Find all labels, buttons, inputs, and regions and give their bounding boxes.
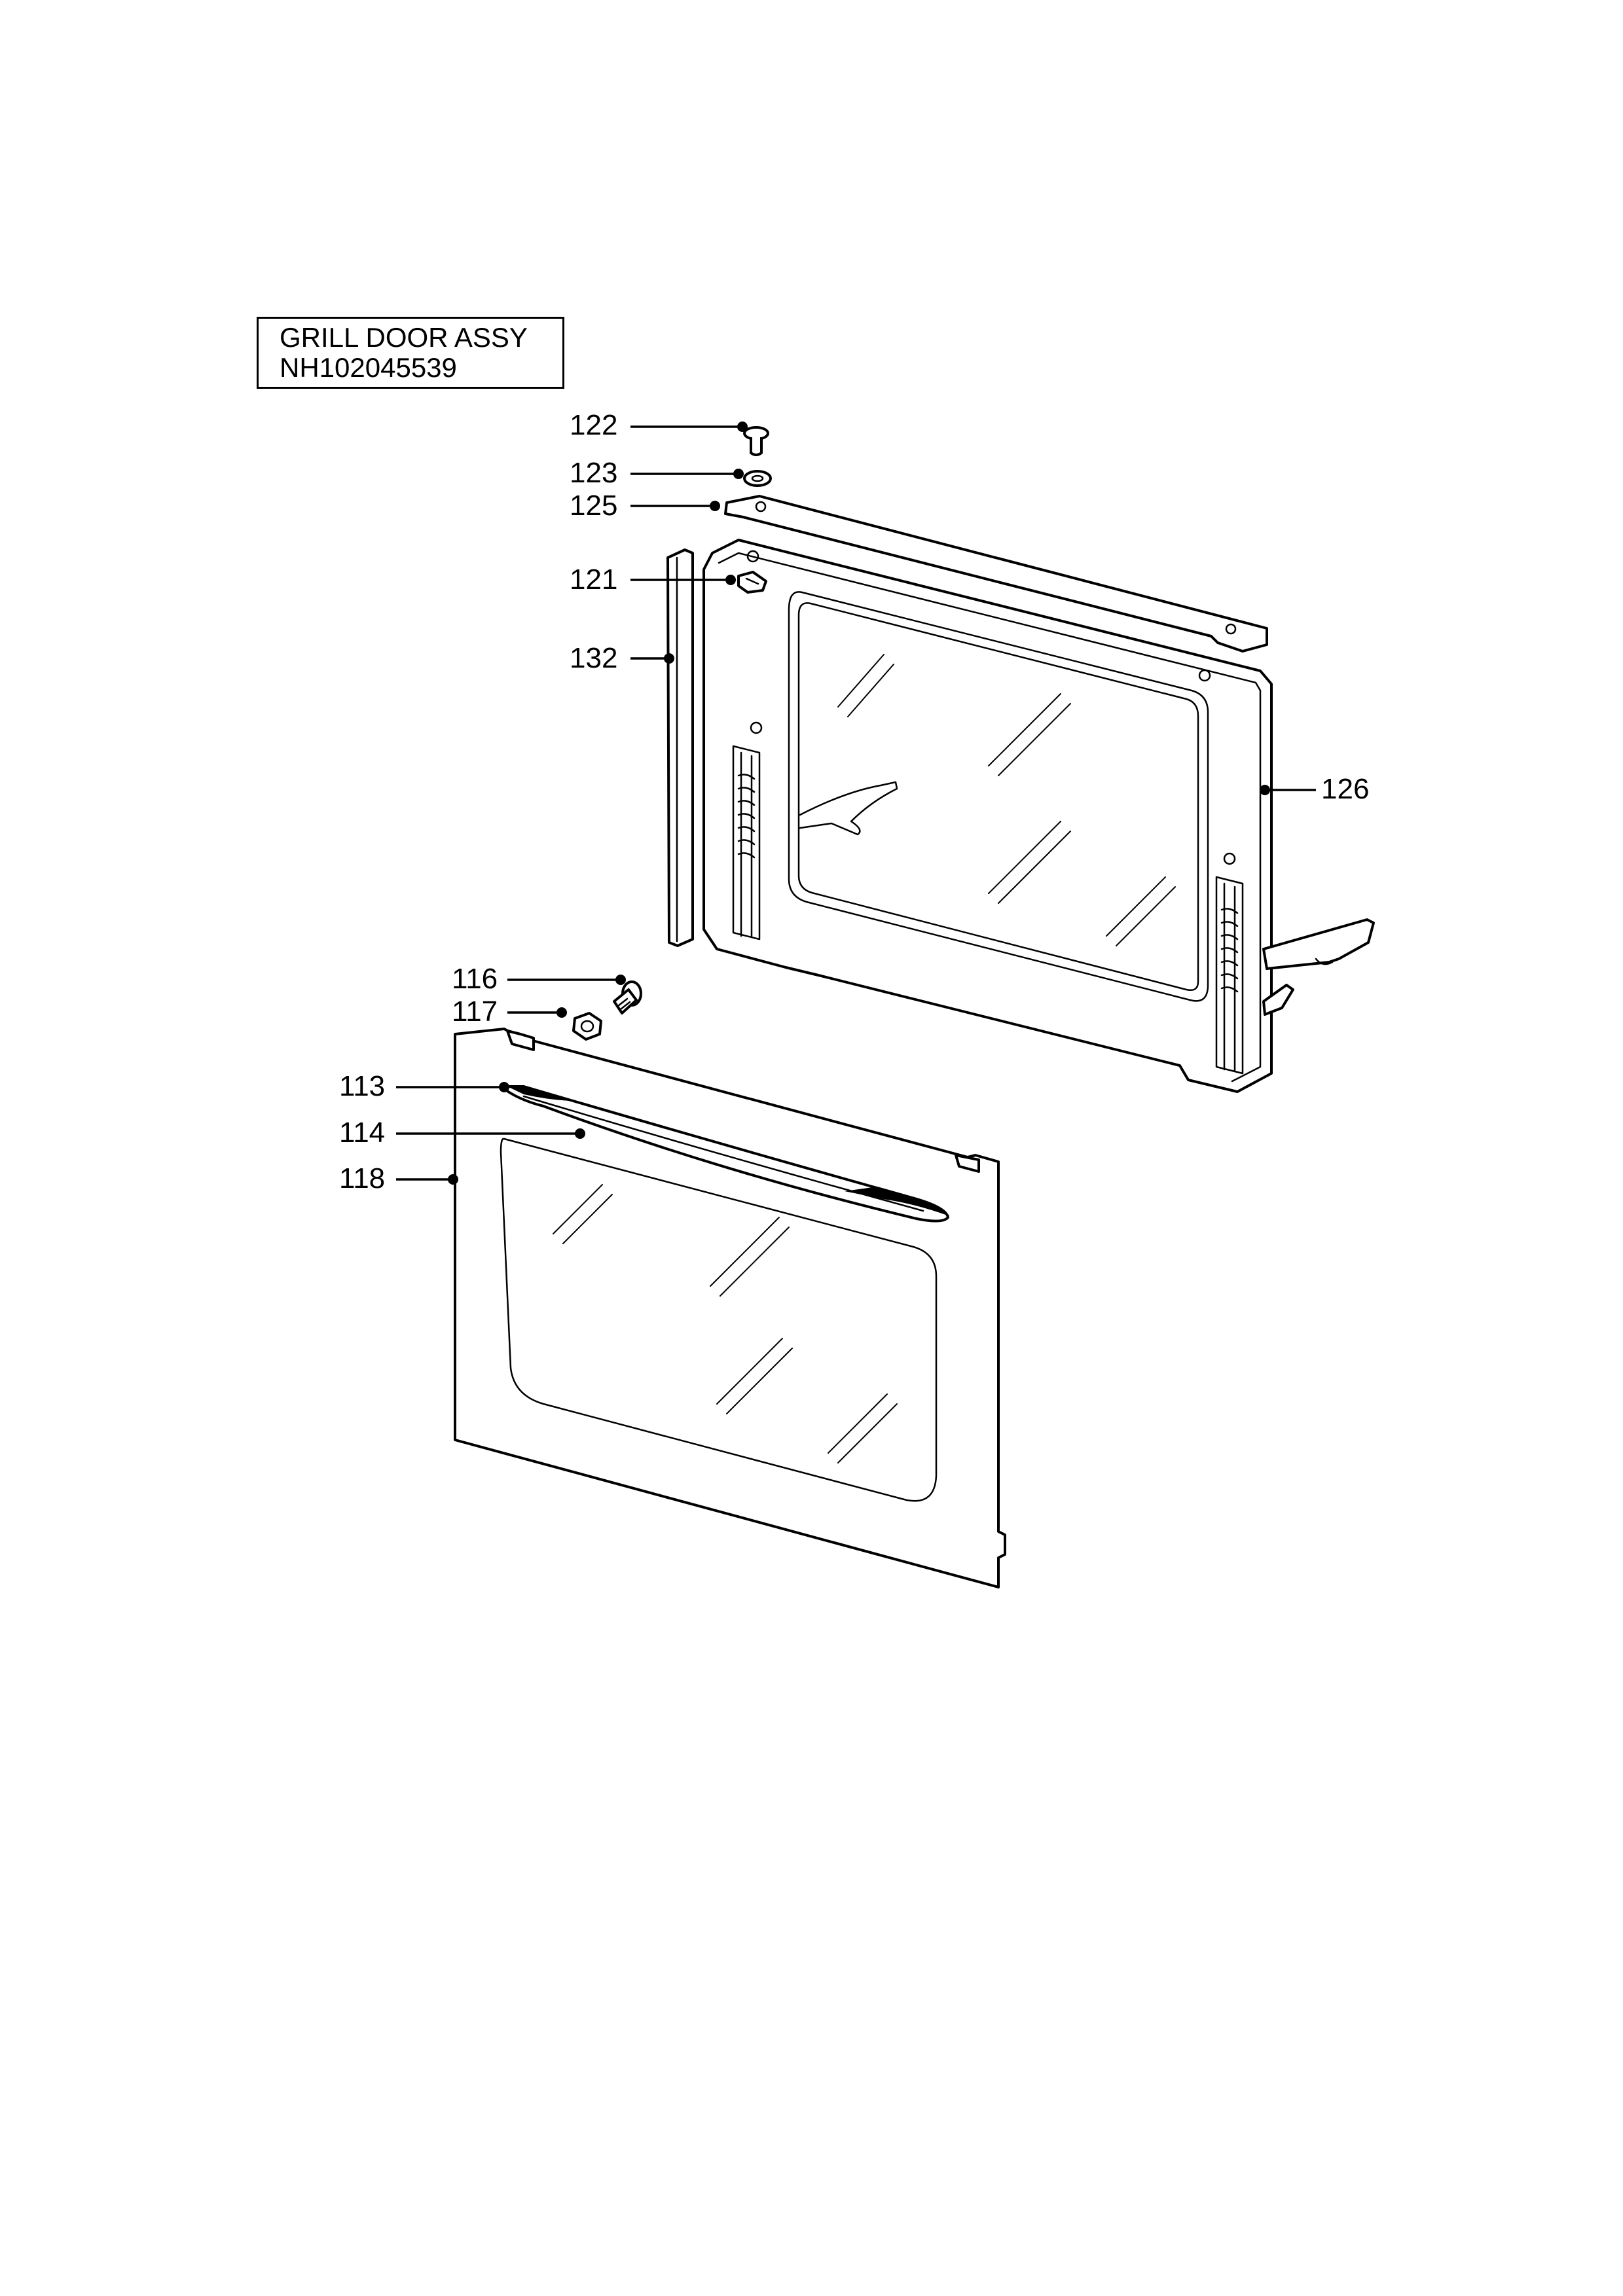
assembly-title-box: GRILL DOOR ASSY NH102045539 [257, 317, 564, 389]
part-122-screw [743, 426, 769, 456]
callout-122: 122 [570, 409, 748, 441]
callout-114: 114 [339, 1117, 585, 1149]
part-121-clip [737, 571, 767, 594]
part-132-side-seal-strip [666, 548, 694, 947]
svg-text:113: 113 [339, 1070, 385, 1102]
part-125-trim-strip [724, 495, 1268, 653]
callout-132: 132 [570, 642, 674, 674]
callout-123: 123 [570, 457, 744, 489]
callout-118: 118 [339, 1162, 458, 1194]
svg-text:123: 123 [570, 457, 617, 489]
part-116-bolt [613, 980, 642, 1014]
svg-text:117: 117 [452, 996, 498, 1028]
callout-113: 113 [339, 1070, 509, 1102]
svg-text:132: 132 [570, 642, 617, 674]
part-123-washer [743, 470, 772, 487]
callout-121: 121 [570, 564, 736, 596]
svg-text:122: 122 [570, 409, 617, 441]
svg-text:121: 121 [570, 564, 617, 596]
assembly-part-number: NH102045539 [280, 352, 457, 383]
svg-text:125: 125 [570, 490, 617, 522]
part-113-114-door-handle [500, 1085, 949, 1223]
callout-126: 126 [1260, 773, 1369, 805]
callout-125: 125 [570, 490, 720, 522]
svg-text:116: 116 [452, 963, 498, 995]
callout-117: 117 [452, 996, 567, 1028]
part-126-inner-door-frame [702, 539, 1375, 1093]
part-117-nut [572, 1012, 602, 1041]
svg-text:126: 126 [1321, 773, 1369, 805]
svg-text:114: 114 [339, 1117, 385, 1149]
part-118-outer-door-panel [454, 1028, 1006, 1588]
assembly-name: GRILL DOOR ASSY [280, 322, 528, 353]
svg-text:118: 118 [339, 1162, 385, 1194]
callout-116: 116 [452, 963, 626, 995]
